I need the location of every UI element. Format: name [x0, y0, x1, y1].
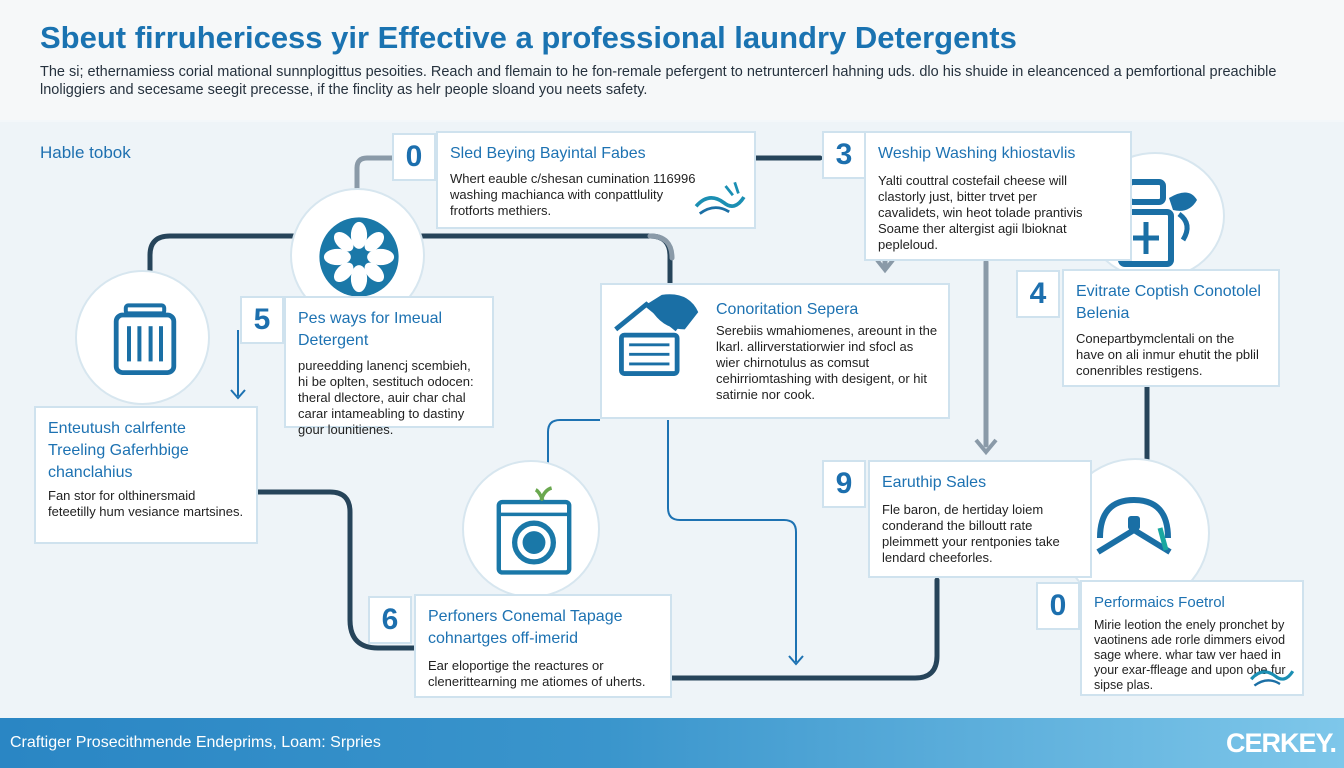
step-number-0: 0 — [392, 133, 436, 181]
connector-left-bottom — [255, 489, 423, 651]
card-earuthip: Earuthip Sales Fle baron, de hertiday lo… — [868, 460, 1092, 578]
card-body: Serebiis wmahiomenes, areount in the lka… — [716, 323, 938, 402]
card-washing: Weship Washing khiostavlis Yalti couttra… — [864, 131, 1132, 261]
step-number-6: 6 — [368, 596, 412, 644]
footer-caption: Craftiger Prosecithmende Endeprims, Loam… — [10, 734, 381, 751]
card-body: Fle baron, de hertiday loiem conderand t… — [882, 502, 1060, 565]
washing-machine-icon — [496, 486, 572, 575]
card-performaics: Performaics Foetrol Mirie leotion the en… — [1080, 580, 1304, 696]
arrow-head-bottom — [788, 655, 804, 666]
water-splash-icon — [1249, 670, 1295, 687]
connector-top-left-gray — [354, 155, 395, 193]
card-body: pureedding lanencj scembieh, hi be oplte… — [298, 358, 474, 437]
card-body: Conepartbymclentali on the have on ali i… — [1076, 331, 1259, 378]
connector-mid-top — [417, 233, 673, 293]
arrow-head-right — [974, 438, 998, 456]
step-number-3: 3 — [822, 131, 866, 179]
card-body: Mirie leotion the enely pronchet by vaot… — [1094, 618, 1286, 692]
footer: Craftiger Prosecithmende Endeprims, Loam… — [0, 718, 1344, 768]
card-body: Fan stor for olthinersmaid feteetilly hu… — [48, 488, 244, 519]
card-perfoners: Perfoners Conemal Tapage cohnartges off-… — [414, 594, 672, 698]
page-title: Sbeut firruhericess yir Effective a prof… — [40, 20, 1017, 55]
step-number-5: 5 — [240, 296, 284, 344]
connector-left-loop — [147, 233, 303, 303]
step-number-9: 9 — [822, 460, 866, 508]
card-body: Yalti couttral costefail cheese will cla… — [878, 173, 1083, 252]
arrow-head-3 — [875, 258, 895, 274]
laundry-basket-icon — [113, 303, 177, 375]
card-coptish: Evitrate Coptish Conotolel Belenia Conep… — [1062, 269, 1280, 387]
brand-logo: CERKEY. — [1225, 728, 1337, 758]
connector-bottom-right — [667, 577, 940, 681]
card-title: Perfoners Conemal Tapage cohnartges off-… — [428, 608, 623, 647]
connector-blue-curve — [547, 419, 600, 470]
hanger-icon — [1096, 496, 1172, 555]
card-body: Whert eauble c/shesan cumination 116996 … — [450, 171, 696, 218]
side-heading: Hable tobok — [40, 143, 131, 162]
detergent-box-icon — [614, 294, 699, 376]
arrow-head-5 — [230, 389, 246, 400]
card-title: Sled Beying Bayintal Fabes — [450, 145, 646, 162]
step-number-4: 4 — [1016, 270, 1060, 318]
card-title: Performaics Foetrol — [1094, 594, 1225, 611]
card-title: Conoritation Sepera — [716, 301, 859, 318]
card-title: Weship Washing khiostavlis — [878, 145, 1076, 162]
water-splash-icon — [694, 181, 746, 215]
intro-text: The si; ethernamiess corial mational sun… — [40, 64, 1277, 98]
card-title: Enteutush calrfente Treeling Gaferhbige … — [48, 420, 189, 481]
card-enteutush: Enteutush calrfente Treeling Gaferhbige … — [34, 406, 258, 544]
washer-circle — [462, 460, 600, 598]
card-title: Evitrate Coptish Conotolel Belenia — [1076, 283, 1261, 322]
step-number-0-bottom: 0 — [1036, 582, 1080, 630]
header: Sbeut firruhericess yir Effective a prof… — [0, 0, 1344, 120]
connector-blue-thin — [667, 420, 797, 662]
card-title: Pes ways for Imeual Detergent — [298, 310, 443, 349]
fan-icon — [319, 217, 399, 297]
connector-gray-bend — [647, 233, 675, 261]
card-title: Earuthip Sales — [882, 474, 987, 491]
card-laundry-fabrics: Sled Beying Bayintal Fabes Whert eauble … — [436, 131, 756, 229]
card-detergent-ways: Pes ways for Imeual Detergent pureedding… — [284, 296, 494, 437]
card-conoritation: Conoritation Sepera Serebiis wmahiomenes… — [600, 283, 950, 419]
hamper-circle — [75, 270, 210, 405]
card-body: Ear eloportige the reactures or clenerit… — [428, 658, 646, 689]
